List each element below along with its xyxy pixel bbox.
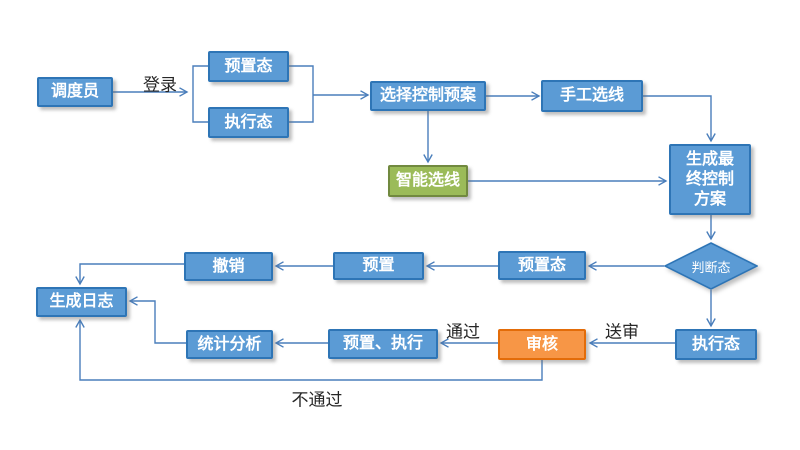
node-gen-log: 生成日志 xyxy=(36,287,127,317)
node-review: 审核 xyxy=(498,329,586,360)
node-label: 判断态 xyxy=(691,259,731,275)
node-exec-state-bottom: 执行态 xyxy=(675,329,757,360)
node-preset-state-mid: 预置态 xyxy=(498,251,586,280)
node-judge-state: 判断态 xyxy=(664,242,758,290)
diamond-shape xyxy=(664,242,758,290)
node-preset: 预置 xyxy=(333,252,424,280)
edge-login-split-bracket xyxy=(192,65,208,123)
arrowhead-undo-to-log xyxy=(75,276,85,286)
node-label: 选择控制预案 xyxy=(379,87,476,104)
edge-stats-to-log xyxy=(130,300,186,344)
node-label: 审核 xyxy=(525,335,558,353)
node-smart-select: 智能选线 xyxy=(388,165,468,197)
edge-states-merge-bracket xyxy=(289,65,314,123)
node-preset-state-top: 预置态 xyxy=(208,51,289,82)
edge-manual-to-final xyxy=(643,95,712,141)
arrowhead-manual-to-final xyxy=(706,133,716,143)
edge-label-submit-review: 送审 xyxy=(605,322,639,342)
node-final-plan: 生成最终控制方案 xyxy=(669,144,751,215)
node-label: 预置 xyxy=(362,257,395,274)
node-exec-state-top: 执行态 xyxy=(208,107,289,138)
node-label: 执行态 xyxy=(224,113,273,131)
arrowhead-review-to-preset-exec xyxy=(439,338,449,348)
node-stats: 统计分析 xyxy=(186,330,273,359)
arrowhead-merge-to-select-plan xyxy=(360,90,370,100)
arrowhead-exec-to-review xyxy=(588,338,598,348)
arrowhead-select-to-manual xyxy=(531,91,541,101)
node-label: 预置态 xyxy=(224,57,273,75)
arrowhead-dispatcher-login xyxy=(179,87,189,97)
node-label: 生成日志 xyxy=(49,293,114,310)
arrowhead-final-to-judge xyxy=(706,231,716,241)
node-label: 撤销 xyxy=(212,257,245,275)
arrowhead-judge-to-exec xyxy=(706,318,716,328)
node-manual-select: 手工选线 xyxy=(541,80,643,112)
arrowhead-preset-to-undo xyxy=(274,261,284,271)
edge-review-fail-to-log xyxy=(79,320,543,381)
edge-label-fail: 不通过 xyxy=(291,390,343,410)
node-undo: 撤销 xyxy=(184,252,273,281)
edge-label-login: 登录 xyxy=(143,75,177,95)
arrowhead-review-fail-to-log xyxy=(75,318,85,328)
node-select-plan: 选择控制预案 xyxy=(370,81,486,111)
arrowhead-judge-to-preset-state xyxy=(587,261,597,271)
node-label: 手工选线 xyxy=(559,87,624,104)
arrowhead-select-to-smart xyxy=(423,154,433,164)
node-label: 预置、执行 xyxy=(342,335,423,352)
node-label: 生成最终控制方案 xyxy=(685,150,734,208)
node-label: 执行态 xyxy=(691,335,740,353)
node-label: 智能选线 xyxy=(395,172,460,189)
node-label: 预置态 xyxy=(517,256,566,274)
edge-label-pass: 通过 xyxy=(446,322,480,342)
node-dispatcher: 调度员 xyxy=(37,77,113,107)
edge-undo-to-log xyxy=(79,263,184,284)
arrowhead-smart-to-final xyxy=(658,176,668,186)
arrowhead-stats-to-log xyxy=(128,296,138,306)
node-preset-exec: 预置、执行 xyxy=(328,329,438,359)
node-label: 统计分析 xyxy=(197,335,262,353)
node-label: 调度员 xyxy=(50,83,99,100)
arrowhead-preset-exec-to-stats xyxy=(274,338,284,348)
arrowhead-preset-state-to-preset xyxy=(425,261,435,271)
